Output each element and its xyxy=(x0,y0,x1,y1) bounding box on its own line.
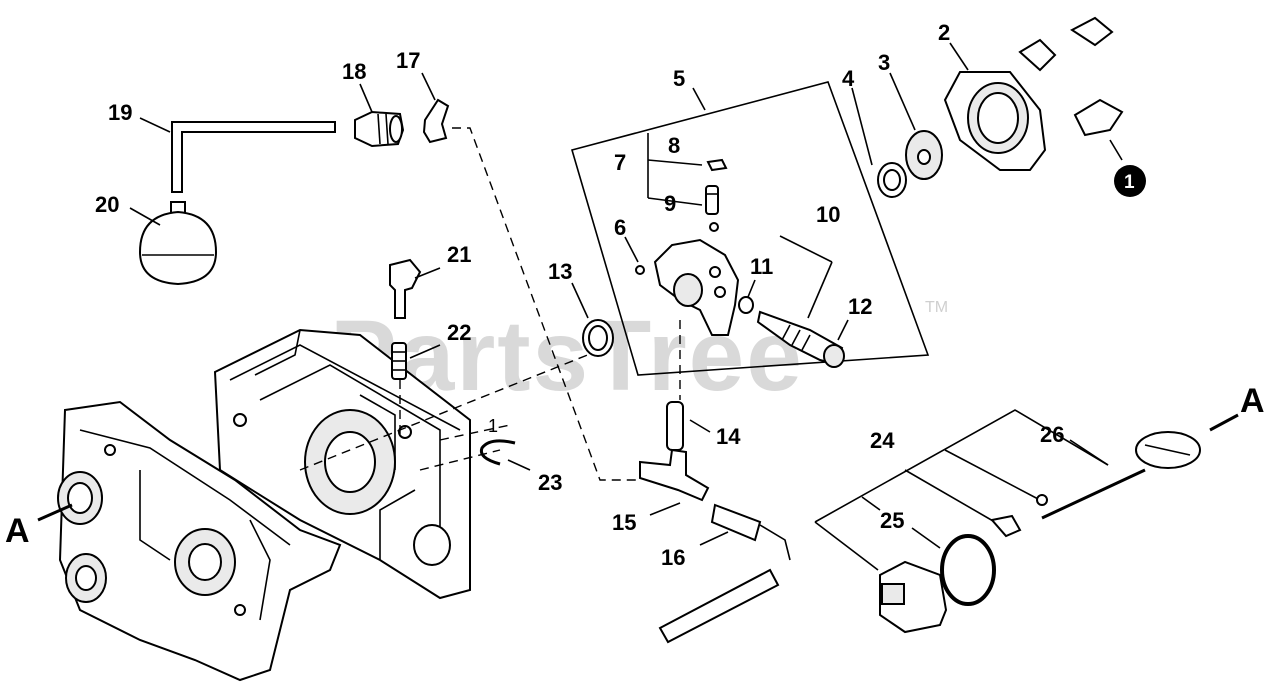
oil-pump-assembly-outline xyxy=(571,81,930,376)
callout-7: 7 xyxy=(614,150,626,175)
cover-plate-part-2[interactable] xyxy=(943,71,1047,171)
crankcase-left-half[interactable] xyxy=(57,400,342,682)
seal-ring-part-25[interactable] xyxy=(940,534,996,606)
grommet-part-18[interactable] xyxy=(354,110,405,148)
callout-9: 9 xyxy=(664,191,676,216)
spring-part-22[interactable] xyxy=(391,342,407,380)
callout-1-small: 1 xyxy=(488,416,498,436)
clip-part-23[interactable] xyxy=(479,439,516,466)
adjusting-screw-part-8[interactable] xyxy=(706,158,728,172)
callout-20: 20 xyxy=(95,192,119,217)
piston-part-11[interactable] xyxy=(738,296,754,314)
callout-23: 23 xyxy=(538,470,562,495)
reference-marker: 1 xyxy=(1114,165,1146,197)
fitting-bolt-2[interactable] xyxy=(1070,16,1114,47)
crankcase-right-half[interactable] xyxy=(213,328,471,600)
elbow-fitting-part-17[interactable] xyxy=(422,98,450,144)
suction-hose-part-19[interactable] xyxy=(171,121,336,193)
seal-ring-part-13[interactable] xyxy=(582,319,614,357)
callout-3: 3 xyxy=(878,50,890,75)
dipstick-part-26[interactable] xyxy=(990,431,1201,538)
worm-gear-part-12[interactable] xyxy=(756,310,845,368)
oil-pump-body-part-6[interactable] xyxy=(635,238,740,336)
callout-22: 22 xyxy=(447,320,471,345)
t-fitting-part-15[interactable] xyxy=(639,448,710,502)
callout-17: 17 xyxy=(396,48,420,73)
callout-10: 10 xyxy=(816,202,840,227)
callout-15: 15 xyxy=(612,510,636,535)
callout-21: 21 xyxy=(447,242,471,267)
callout-11: 11 xyxy=(750,254,773,279)
callout-24: 24 xyxy=(870,428,895,453)
o-ring-small[interactable] xyxy=(709,222,719,232)
section-ref-a-left: A xyxy=(5,512,30,550)
fitting-bolt-3[interactable] xyxy=(1073,98,1124,137)
callout-4: 4 xyxy=(842,66,855,91)
oil-filter-part-20[interactable] xyxy=(138,201,218,286)
reference-marker-number: 1 xyxy=(1124,172,1135,193)
callout-8: 8 xyxy=(668,133,680,158)
spring-part-4[interactable] xyxy=(877,162,907,198)
section-ref-a-right: A xyxy=(1240,382,1265,420)
leader-lines xyxy=(129,42,1109,549)
callout-6: 6 xyxy=(614,215,626,240)
callout-13: 13 xyxy=(548,259,572,284)
callout-14: 14 xyxy=(716,424,741,449)
hose-part-16[interactable] xyxy=(658,503,791,644)
oil-pickup-part-21[interactable] xyxy=(389,258,422,319)
washer-part-3[interactable] xyxy=(905,130,943,180)
callout-12: 12 xyxy=(848,294,872,319)
callout-5: 5 xyxy=(673,66,685,91)
fitting-bolt-1[interactable] xyxy=(1018,38,1057,72)
callout-16: 16 xyxy=(661,545,685,570)
tube-part-14[interactable] xyxy=(666,401,684,451)
callout-2: 2 xyxy=(938,20,950,45)
watermark-trademark: TM xyxy=(925,299,948,316)
callout-18: 18 xyxy=(342,59,366,84)
oil-cap-part-24[interactable] xyxy=(879,560,948,634)
callout-25: 25 xyxy=(880,508,904,533)
screw-part-9[interactable] xyxy=(705,185,719,215)
callout-19: 19 xyxy=(108,100,132,125)
callout-26: 26 xyxy=(1040,422,1064,447)
